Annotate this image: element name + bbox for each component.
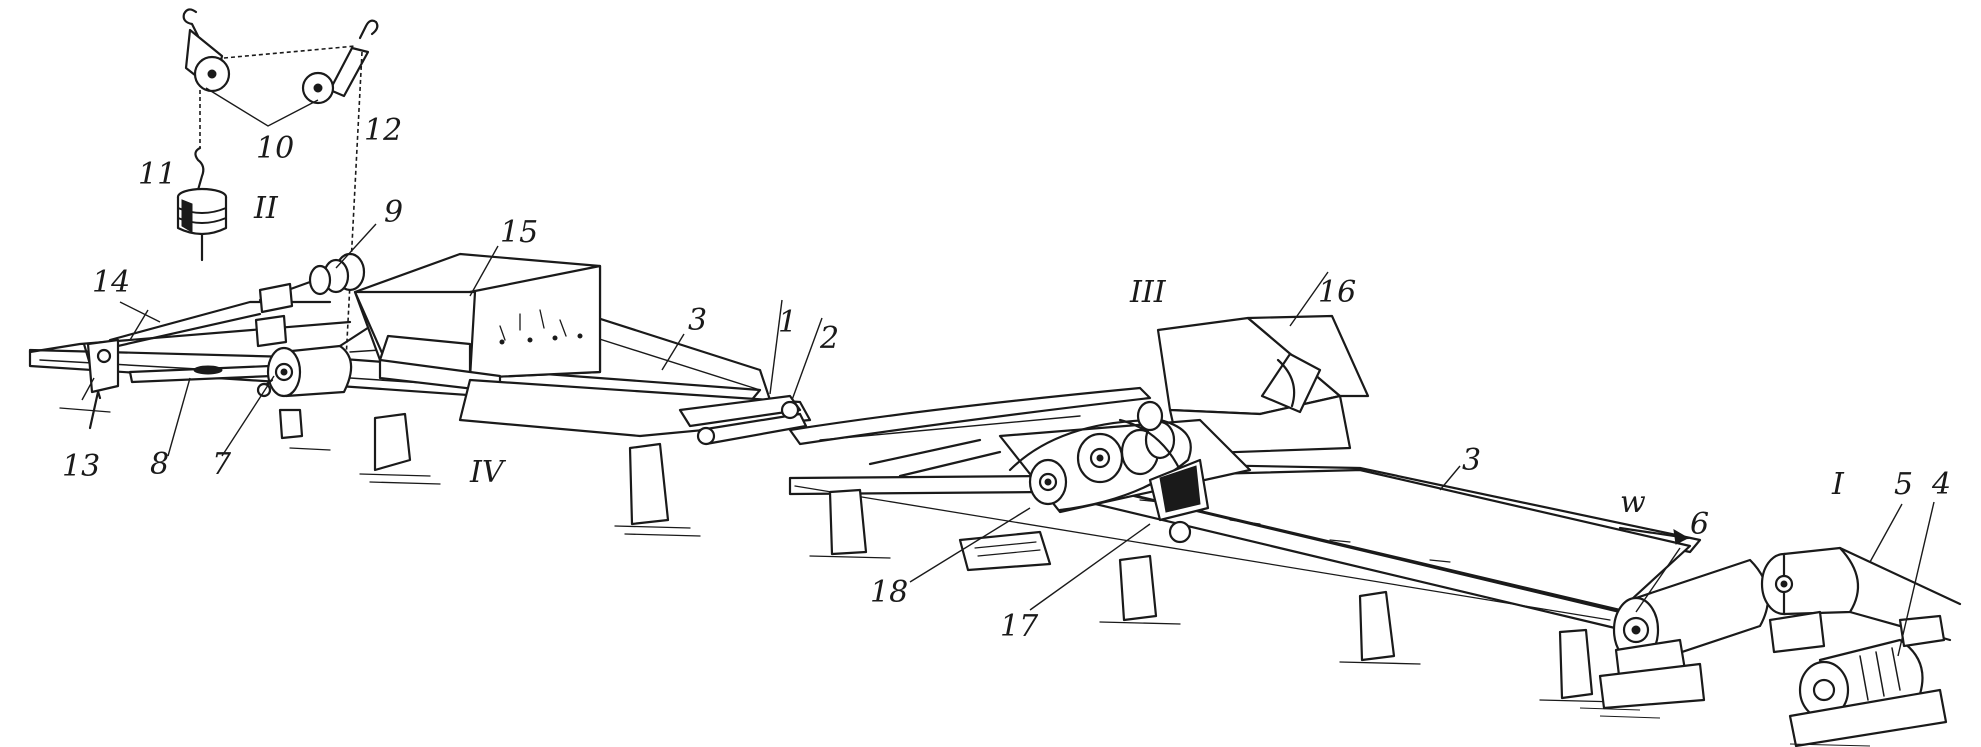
block-17 xyxy=(1148,458,1210,544)
support-left-small xyxy=(278,408,304,440)
leg-main-1 xyxy=(828,488,868,556)
hopper-15 xyxy=(353,252,602,394)
rope-12 xyxy=(345,51,363,361)
label-w: w xyxy=(1620,485,1646,520)
belt-3-main xyxy=(1058,468,1692,612)
end-rollers-1-2 xyxy=(678,394,808,446)
tension-rod-14 xyxy=(108,300,332,342)
top-hook-right xyxy=(358,19,379,40)
label-14: 14 xyxy=(92,265,130,300)
leader-lines xyxy=(81,223,1935,657)
label-11: 11 xyxy=(138,157,176,192)
label-region-III: III xyxy=(1129,275,1167,310)
weight-11 xyxy=(176,187,228,262)
material-sheet xyxy=(788,386,1152,446)
drive-5 xyxy=(1760,546,1962,654)
label-5: 5 xyxy=(1894,467,1913,502)
label-10: 10 xyxy=(256,131,294,166)
label-region-I: I xyxy=(1831,467,1845,502)
label-region-IV: IV xyxy=(469,455,507,490)
label-3-left: 3 xyxy=(688,303,707,338)
pulley-block-right xyxy=(301,46,370,105)
leader-10 xyxy=(205,87,319,127)
tray-18 xyxy=(958,530,1052,572)
label-18: 18 xyxy=(870,575,908,610)
leg-left-1 xyxy=(373,412,412,472)
label-4: 4 xyxy=(1931,467,1951,502)
label-region-II: II xyxy=(253,191,279,226)
roller-group xyxy=(998,400,1252,514)
label-17: 17 xyxy=(1000,609,1039,644)
main-conveyor xyxy=(788,314,1962,747)
label-2: 2 xyxy=(819,321,839,356)
pulley-block-left xyxy=(184,28,231,93)
callout-labels: 10 12 11 II 9 15 14 3 1 2 13 8 7 IV III … xyxy=(62,113,1951,644)
label-1: 1 xyxy=(778,305,797,340)
label-9: 9 xyxy=(384,195,403,230)
pulley-assembly xyxy=(176,8,379,361)
label-3-main: 3 xyxy=(1462,443,1481,478)
label-7: 7 xyxy=(212,447,232,482)
loading-section xyxy=(28,252,812,537)
label-8: 8 xyxy=(150,447,169,482)
drum-6 xyxy=(1598,558,1770,710)
bracket-13 xyxy=(86,338,120,394)
label-16: 16 xyxy=(1318,275,1356,310)
label-13: 13 xyxy=(62,449,100,484)
leg-main-2 xyxy=(1118,554,1158,622)
tensioner-9 xyxy=(254,252,366,348)
drum-7 xyxy=(256,344,353,398)
top-hook-left xyxy=(182,8,200,38)
label-6: 6 xyxy=(1690,507,1709,542)
flow-arrow xyxy=(1618,526,1690,545)
weight-hook xyxy=(194,146,205,192)
motor-4 xyxy=(1788,614,1948,747)
leg-main-4 xyxy=(1558,628,1594,700)
leg-left-2 xyxy=(628,442,670,526)
leg-main-3 xyxy=(1358,590,1396,662)
label-12: 12 xyxy=(364,113,402,148)
rope-top xyxy=(223,45,357,59)
label-15: 15 xyxy=(500,215,538,250)
